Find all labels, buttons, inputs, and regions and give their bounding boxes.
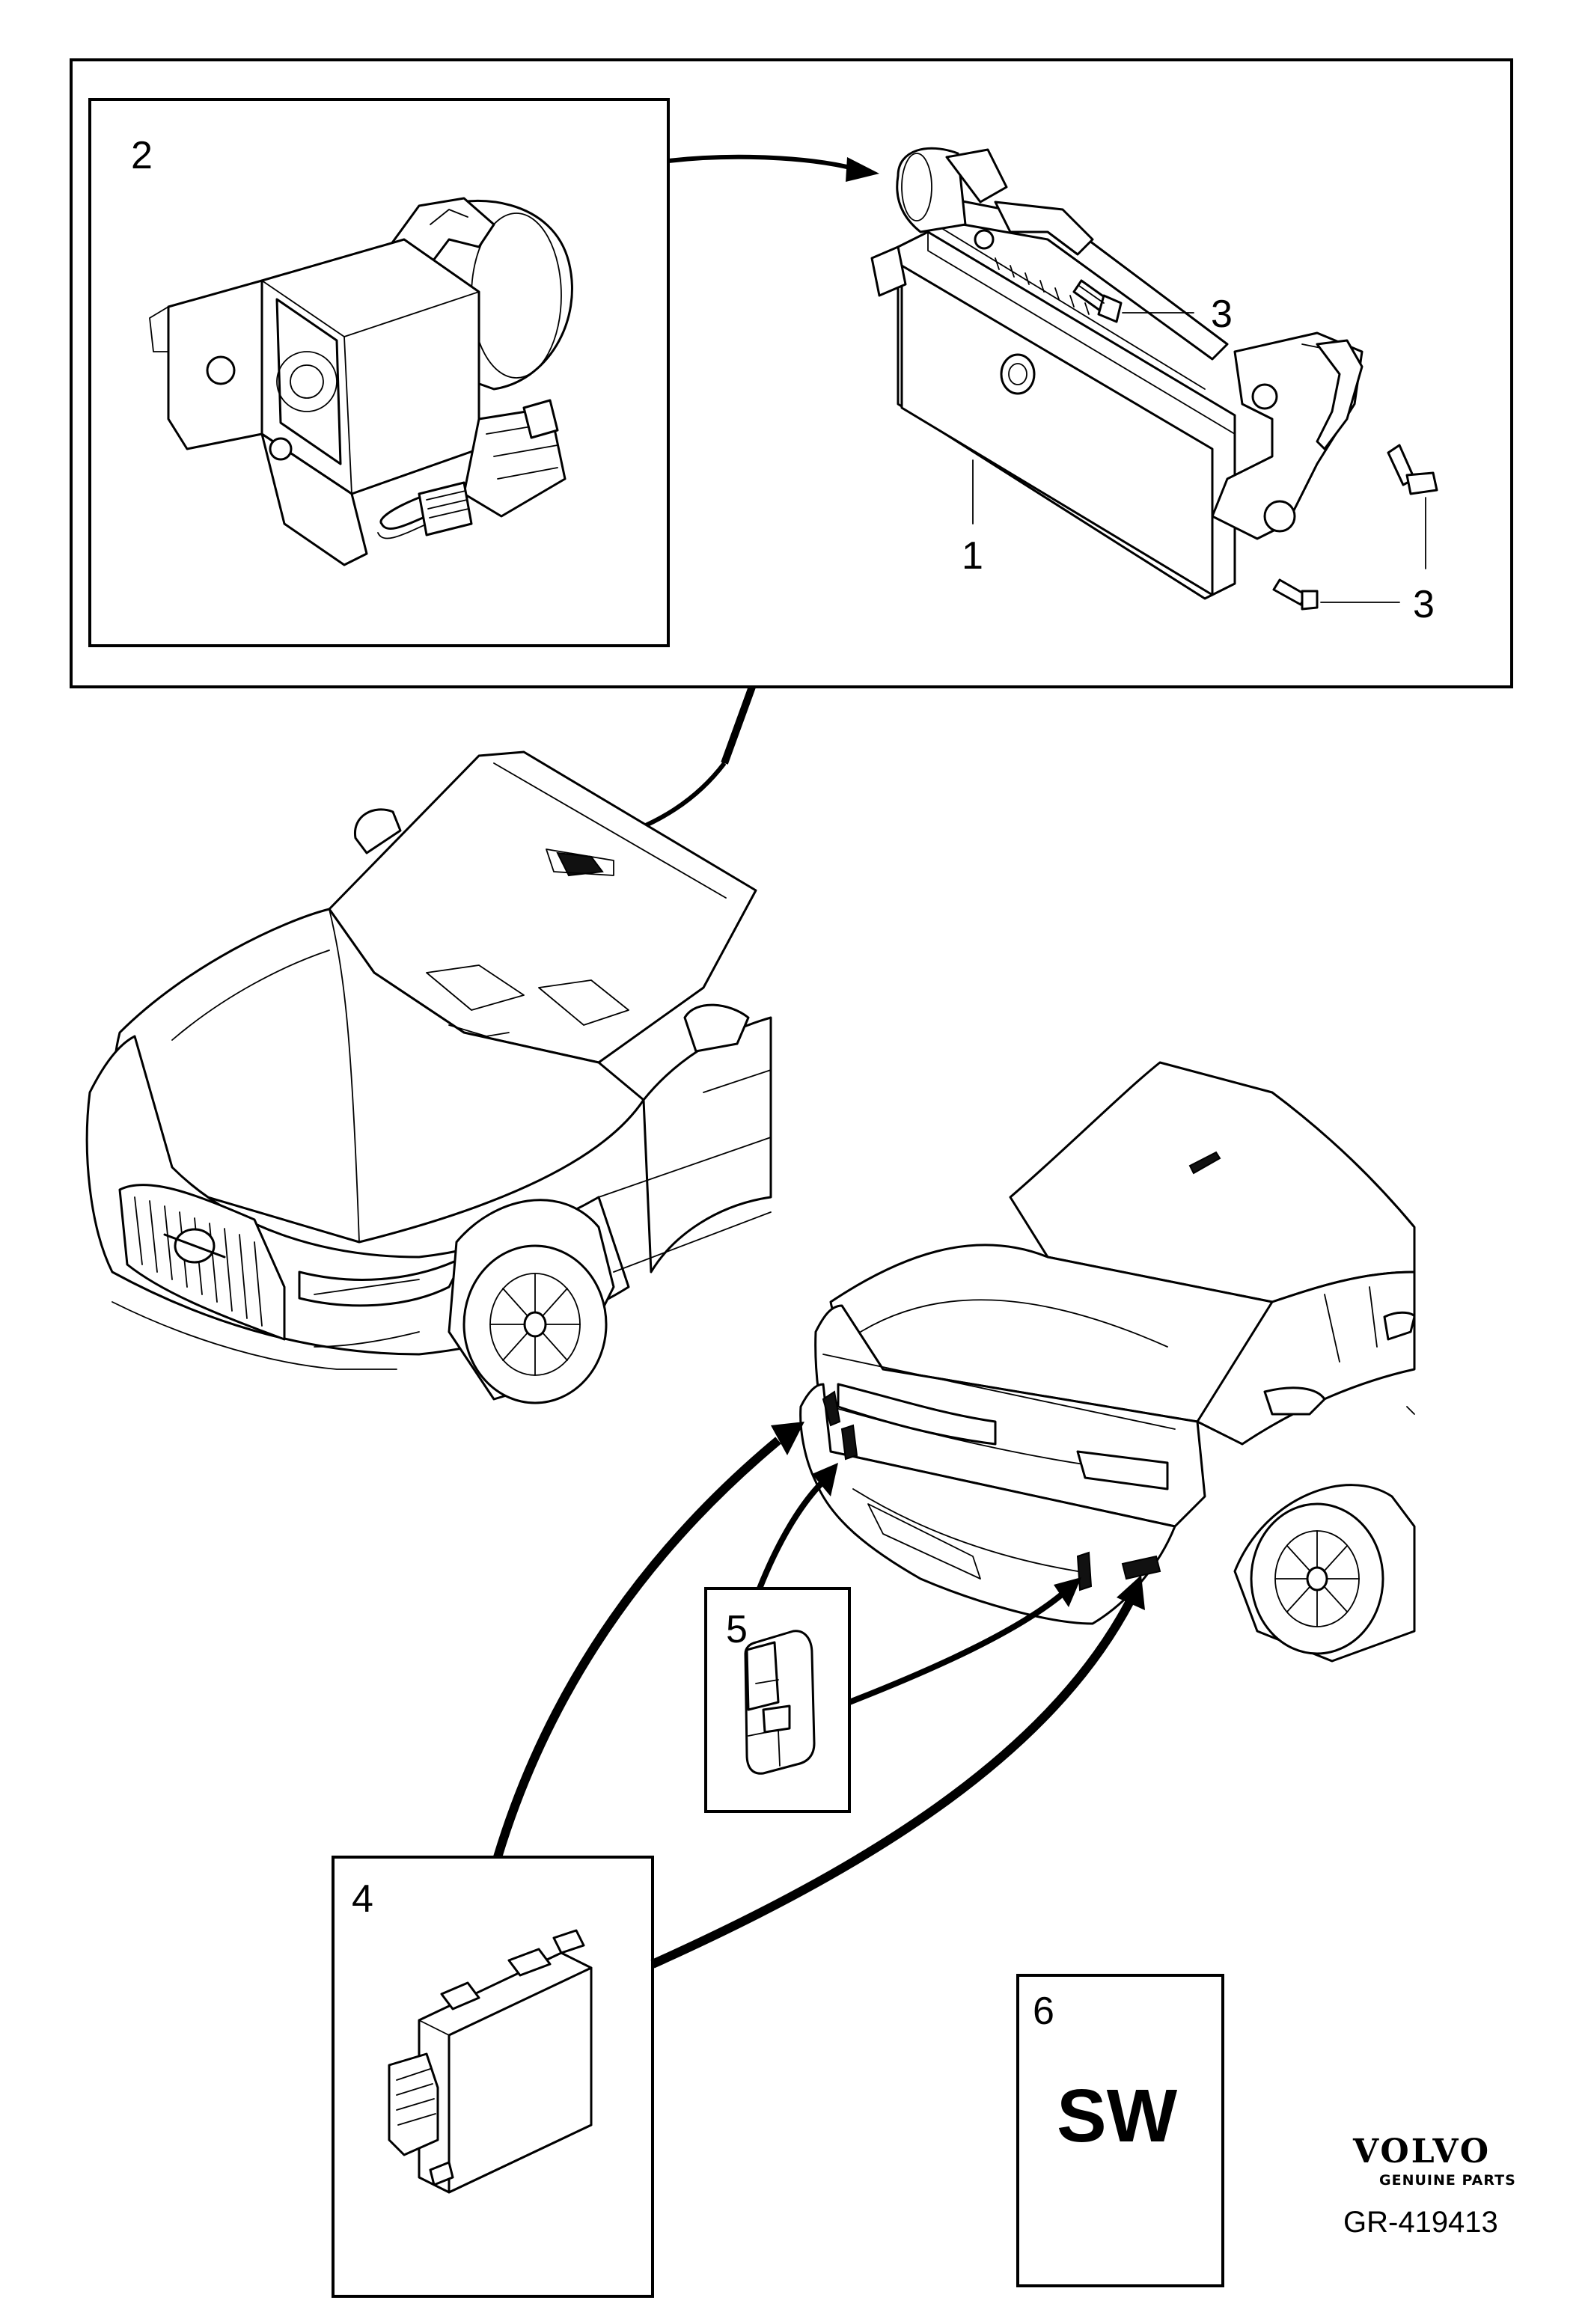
radar-sensor-icon bbox=[388, 1929, 593, 2194]
reference-number: GR-419413 bbox=[1343, 2206, 1498, 2239]
callout-2: 2 bbox=[131, 134, 153, 177]
car-front-icon bbox=[85, 750, 772, 1404]
callout-3a: 3 bbox=[1211, 293, 1233, 336]
car-rear-icon bbox=[799, 1061, 1416, 1663]
inset-to-assembly-arrow bbox=[668, 154, 879, 182]
callout-5: 5 bbox=[726, 1608, 748, 1651]
camera-module-icon bbox=[149, 197, 573, 566]
callout-1: 1 bbox=[962, 534, 983, 578]
callout-3b: 3 bbox=[1413, 583, 1435, 626]
callout-4: 4 bbox=[352, 1877, 373, 1921]
software-label: SW bbox=[1057, 2074, 1178, 2158]
bolt-icon bbox=[1387, 444, 1438, 495]
callout-6: 6 bbox=[1033, 1990, 1054, 2033]
part-6-frame bbox=[1016, 1974, 1224, 2287]
brand-logo: VOLVO bbox=[1352, 2132, 1491, 2171]
sensor-bracket-icon bbox=[744, 1630, 816, 1775]
sensor-bracket-icon bbox=[870, 147, 1364, 600]
part-5-arrows bbox=[757, 1463, 1081, 1705]
brand-sub: GENUINE PARTS bbox=[1379, 2172, 1516, 2189]
bolt-icon bbox=[1272, 578, 1319, 611]
part-4-arrows bbox=[493, 1422, 1145, 1969]
bolt-icon bbox=[1072, 279, 1123, 323]
